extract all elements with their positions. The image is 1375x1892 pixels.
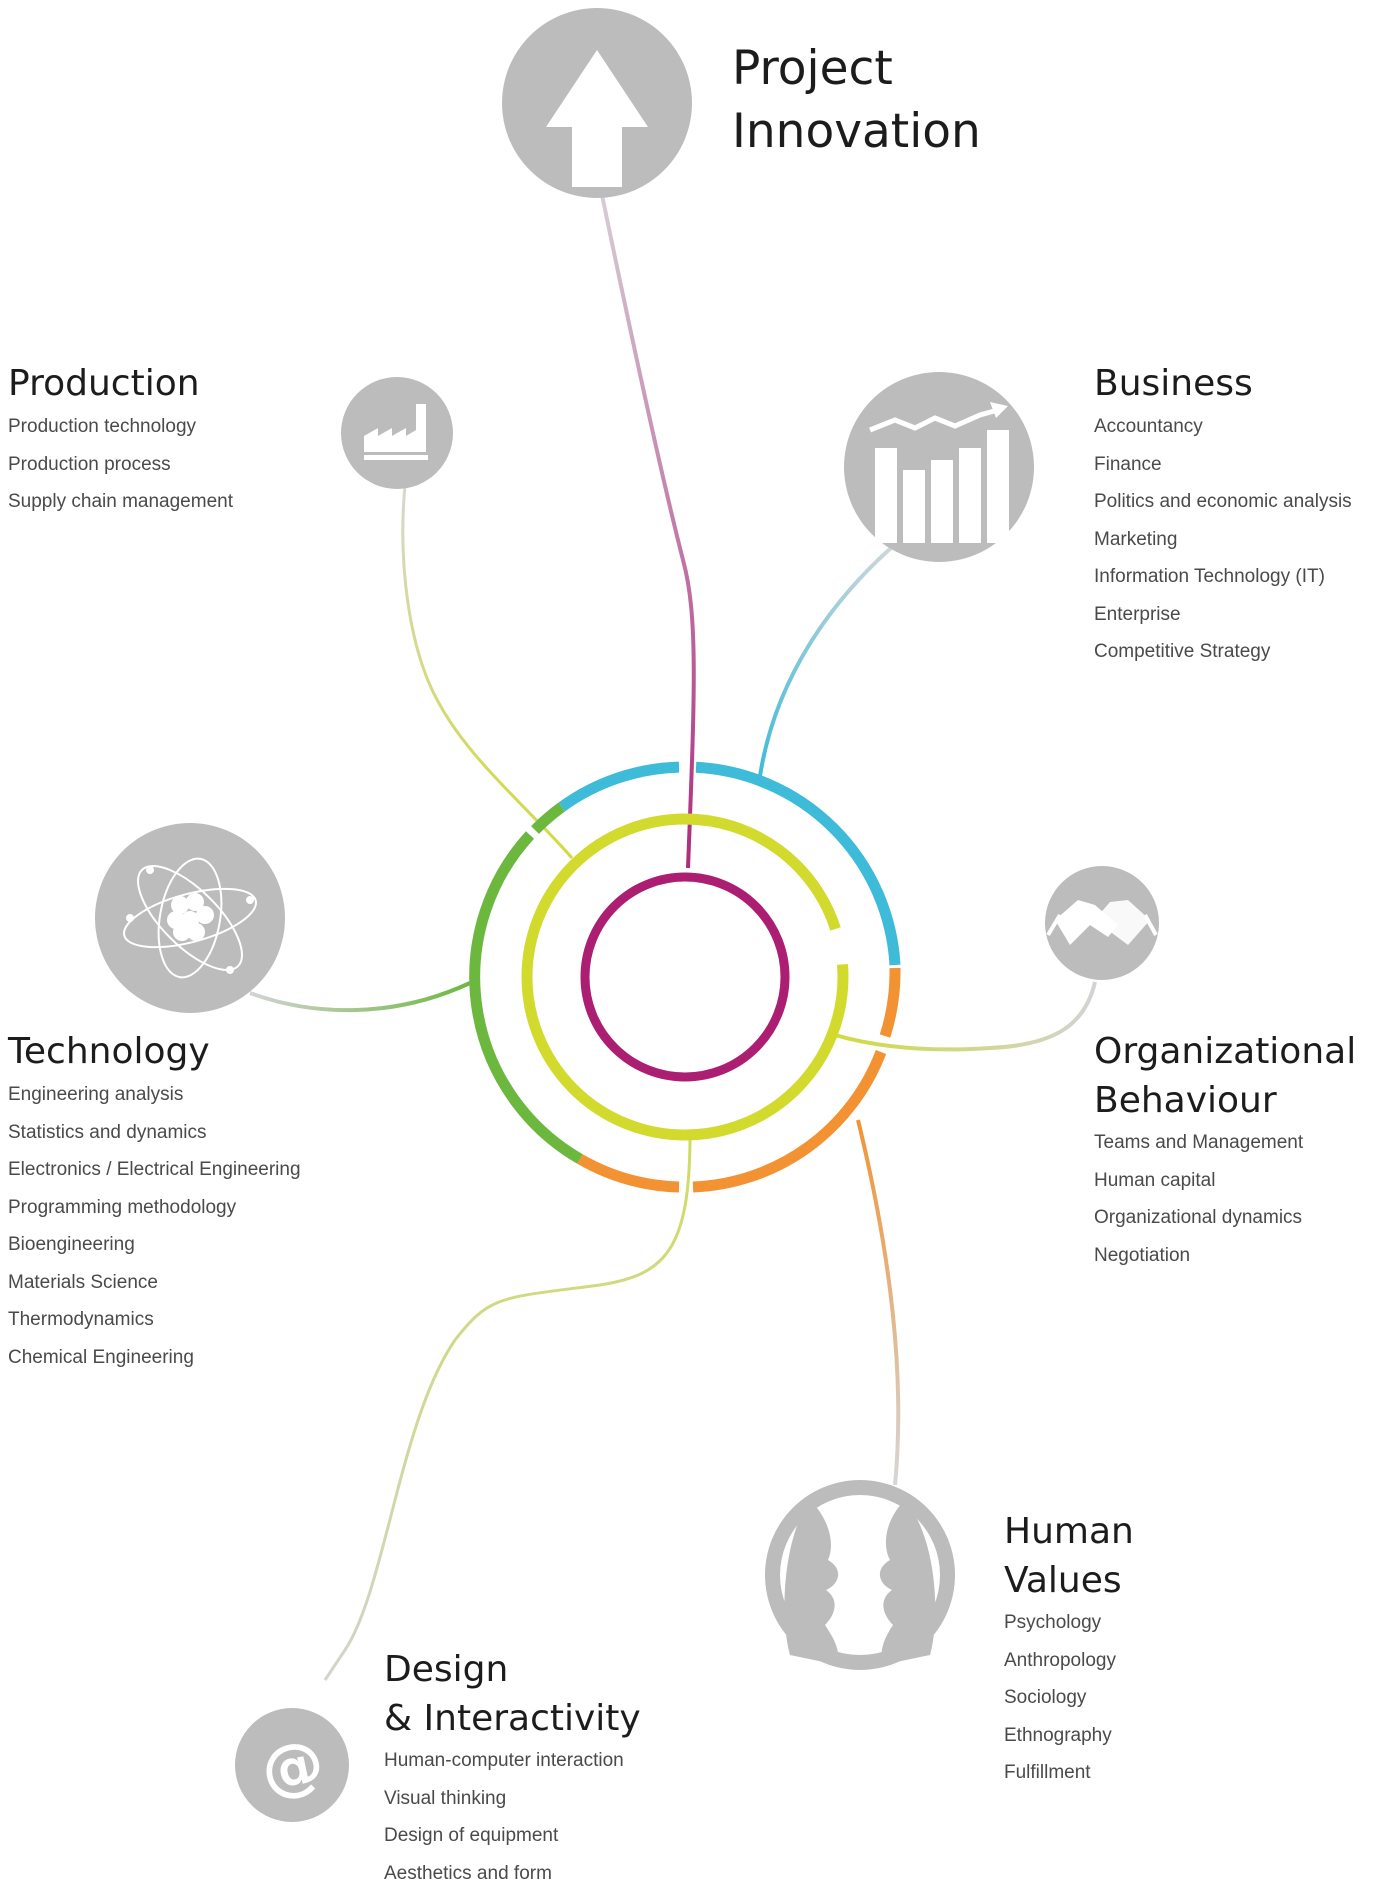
list-item: Competitive Strategy: [1094, 633, 1352, 671]
bar-chart-icon: [844, 372, 1034, 562]
project-innovation-title-line2: Innovation: [732, 101, 981, 164]
outer-ring-segment-business-left: [562, 767, 679, 807]
list-item: Visual thinking: [384, 1780, 624, 1818]
list-item: Materials Science: [8, 1264, 301, 1302]
list-item: Production process: [8, 446, 233, 484]
list-item: Teams and Management: [1094, 1124, 1303, 1162]
design-title-line2: & Interactivity: [384, 1695, 641, 1744]
list-item: Organizational dynamics: [1094, 1199, 1303, 1237]
list-item: Aesthetics and form: [384, 1855, 624, 1892]
list-item: Chemical Engineering: [8, 1339, 301, 1377]
list-item: Bioengineering: [8, 1226, 301, 1264]
outer-ring-segment-production: [535, 807, 562, 830]
outer-ring-segment-organizational: [885, 968, 895, 1036]
human-values-list: Psychology Anthropology Sociology Ethnog…: [1004, 1604, 1116, 1792]
list-item: Supply chain management: [8, 483, 233, 521]
list-item: Electronics / Electrical Engineering: [8, 1151, 301, 1189]
list-item: Negotiation: [1094, 1237, 1303, 1275]
business-title: Business: [1094, 360, 1253, 409]
list-item: Design of equipment: [384, 1817, 624, 1855]
factory-icon: [341, 377, 453, 489]
connector-business: [760, 540, 900, 776]
list-item: Anthropology: [1004, 1642, 1116, 1680]
list-item: Psychology: [1004, 1604, 1116, 1642]
handshake-icon: [1045, 866, 1159, 980]
list-item: Thermodynamics: [8, 1301, 301, 1339]
human-values-title-line1: Human: [1004, 1508, 1134, 1557]
design-list: Human-computer interaction Visual thinki…: [384, 1742, 624, 1892]
at-sign-icon: @: [235, 1708, 349, 1822]
technology-title: Technology: [8, 1028, 210, 1077]
connector-production: [403, 485, 572, 858]
connector-human-values: [858, 1120, 898, 1485]
list-item: Fulfillment: [1004, 1754, 1116, 1792]
organizational-behaviour-title-line1: Organizational: [1094, 1028, 1356, 1077]
center-hub: [475, 767, 895, 1187]
atom-icon: [95, 823, 285, 1013]
project-innovation-title-line1: Project: [732, 38, 981, 101]
list-item: Ethnography: [1004, 1717, 1116, 1755]
human-values-title-line2: Values: [1004, 1557, 1134, 1606]
list-item: Accountancy: [1094, 408, 1352, 446]
organizational-behaviour-title: Organizational Behaviour: [1094, 1028, 1356, 1125]
list-item: Production technology: [8, 408, 233, 446]
connector-design: [325, 1135, 690, 1680]
list-item: Sociology: [1004, 1679, 1116, 1717]
inner-ring: [585, 877, 785, 1077]
list-item: Information Technology (IT): [1094, 558, 1352, 596]
list-item: Statistics and dynamics: [8, 1114, 301, 1152]
business-list: Accountancy Finance Politics and economi…: [1094, 408, 1352, 671]
connector-technology: [250, 983, 470, 1010]
production-title: Production: [8, 360, 200, 409]
list-item: Politics and economic analysis: [1094, 483, 1352, 521]
two-faces-icon: [765, 1480, 955, 1670]
list-item: Programming methodology: [8, 1189, 301, 1227]
organizational-behaviour-title-line2: Behaviour: [1094, 1077, 1356, 1126]
project-innovation-title: Project Innovation: [732, 38, 981, 164]
list-item: Human capital: [1094, 1162, 1303, 1200]
arrow-up-icon: [502, 8, 692, 198]
production-list: Production technology Production process…: [8, 408, 233, 521]
middle-ring: [527, 819, 843, 1135]
outer-ring-segment-human-values-2: [580, 1159, 679, 1187]
list-item: Engineering analysis: [8, 1076, 301, 1114]
list-item: Marketing: [1094, 521, 1352, 559]
human-values-title: Human Values: [1004, 1508, 1134, 1605]
list-item: Enterprise: [1094, 596, 1352, 634]
list-item: Human-computer interaction: [384, 1742, 624, 1780]
design-title: Design & Interactivity: [384, 1646, 641, 1743]
organizational-behaviour-list: Teams and Management Human capital Organ…: [1094, 1124, 1303, 1274]
design-title-line1: Design: [384, 1646, 641, 1695]
connector-organizational-behaviour: [835, 982, 1095, 1049]
list-item: Finance: [1094, 446, 1352, 484]
technology-list: Engineering analysis Statistics and dyna…: [8, 1076, 301, 1376]
